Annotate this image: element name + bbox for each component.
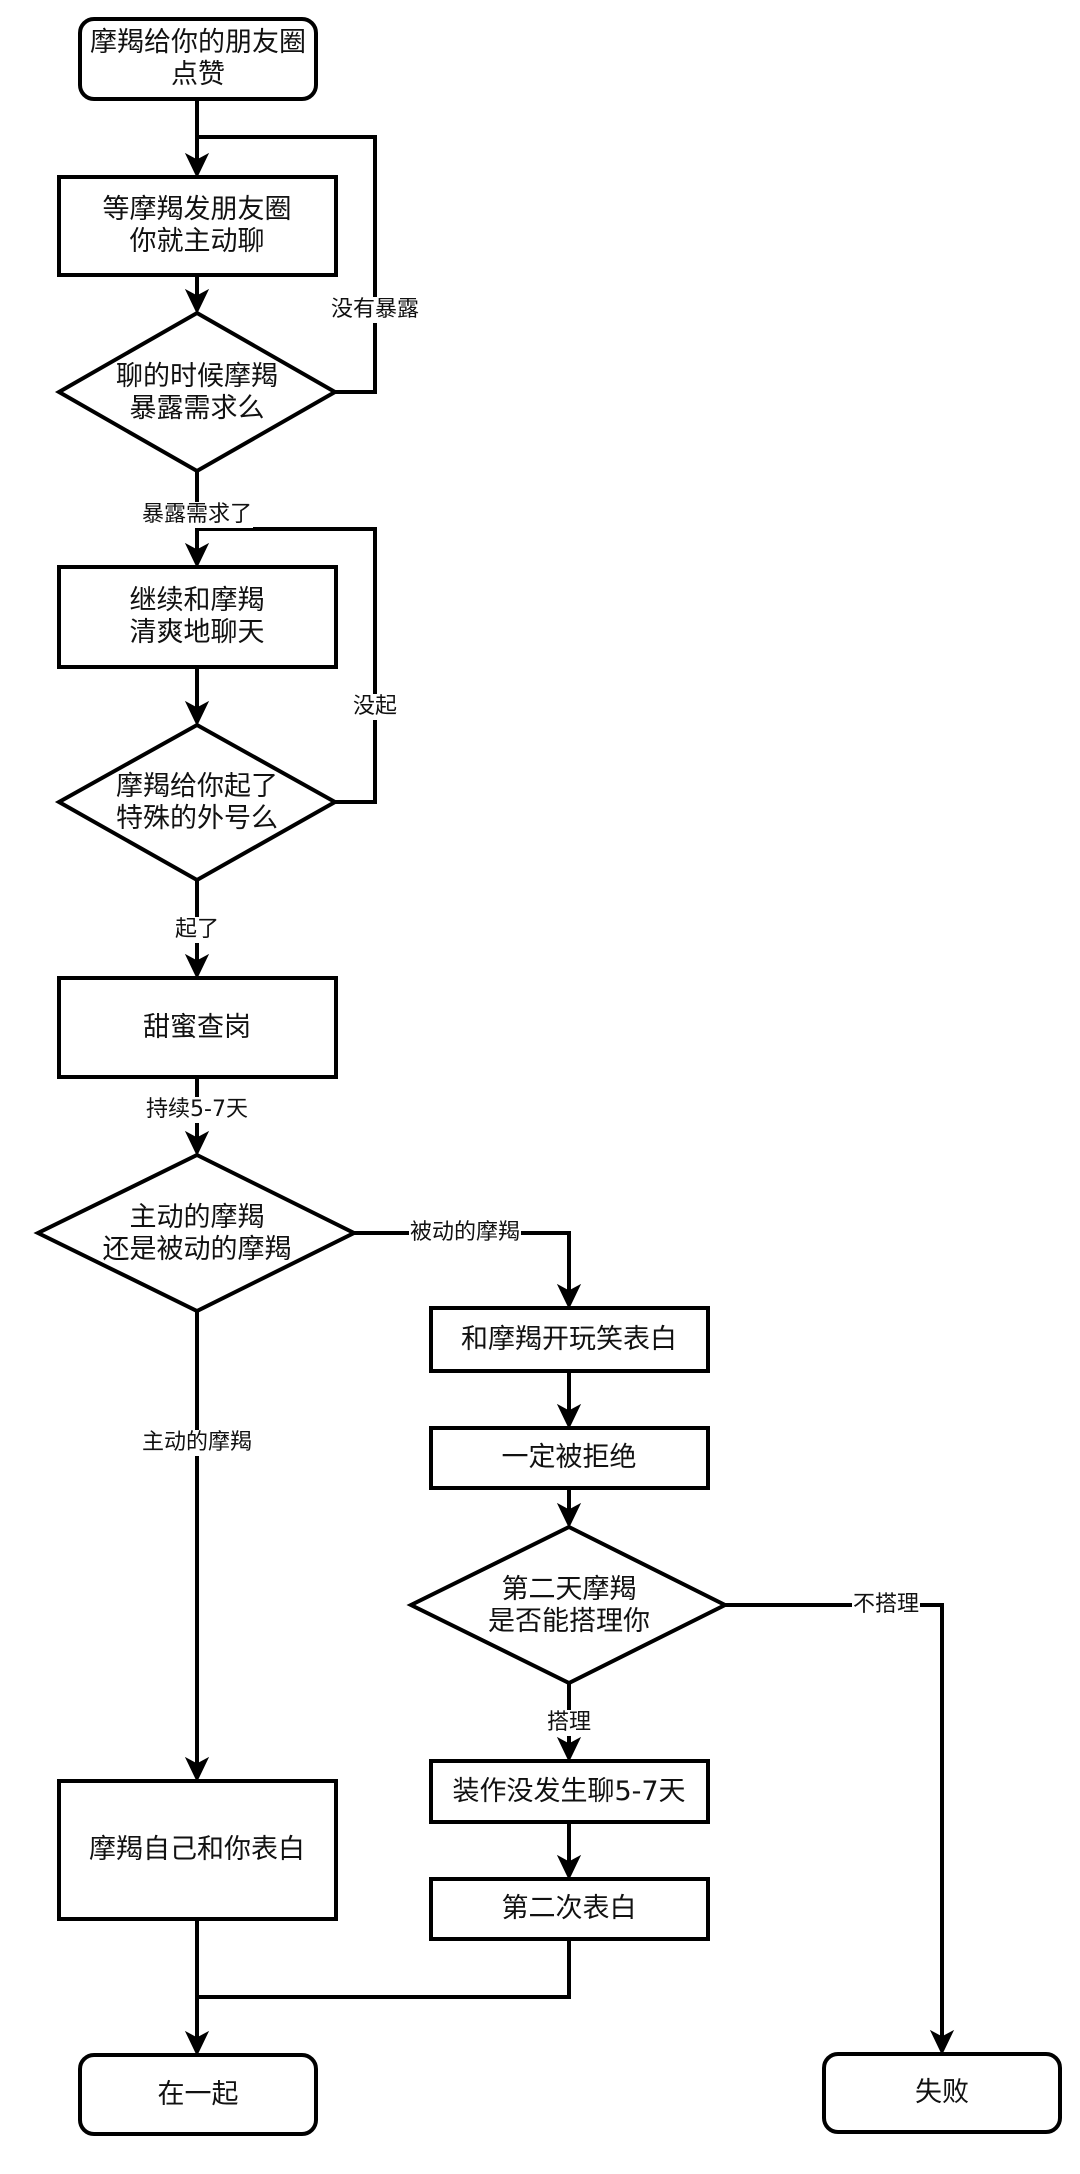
node-text-line: 等摩羯发朋友圈: [102, 194, 292, 225]
node-text-line: 失败: [915, 2077, 969, 2108]
node-together-terminal: [78, 2053, 318, 2136]
node-text-line: 暴露需求么: [129, 393, 265, 424]
arrowhead-icon: [184, 542, 210, 569]
node-next-day-text: 第二天摩羯 是否能搭理你: [488, 1574, 650, 1638]
node-needs-decision: [54, 310, 340, 474]
node-nickname-decision: [54, 722, 340, 883]
node-text-line: 第二天摩羯: [501, 1574, 637, 1605]
node-text-line: 在一起: [157, 2079, 239, 2110]
node-text-line: 继续和摩羯: [129, 585, 265, 616]
node-text-line: 特殊的外号么: [116, 803, 278, 834]
node-pretend-process: [429, 1759, 710, 1824]
node-text-line: 主动的摩羯: [129, 1202, 265, 1233]
arrowhead-icon: [556, 1502, 582, 1529]
node-needs-text: 聊的时候摩羯 暴露需求么: [116, 361, 278, 425]
node-wait-post-text: 等摩羯发朋友圈 你就主动聊: [103, 194, 292, 258]
node-nickname-text: 摩羯给你起了 特殊的外号么: [116, 771, 278, 835]
node-text-line: 还是被动的摩羯: [102, 1234, 292, 1265]
node-text-line: 摩羯自己和你表白: [89, 1834, 305, 1865]
node-text-line: 清爽地聊天: [129, 617, 265, 648]
node-text-line: 一定被拒绝: [501, 1442, 637, 1473]
node-text-line: 是否能搭理你: [488, 1606, 650, 1637]
node-pretend-text: 装作没发生聊5-7天: [452, 1776, 685, 1808]
arrowhead-icon: [556, 1403, 582, 1430]
node-start-terminal: [78, 17, 318, 101]
edge-label-duration: 持续5-7天: [145, 1097, 249, 1123]
edge-label-no-exposure: 没有暴露: [329, 297, 421, 323]
arrowhead-icon: [184, 152, 210, 179]
node-text-line: 甜蜜查岗: [143, 1012, 251, 1043]
node-active-passive-text: 主动的摩羯 还是被动的摩羯: [103, 1202, 292, 1266]
arrowhead-icon: [184, 2030, 210, 2057]
arrowhead-icon: [184, 288, 210, 315]
edge-label-responded: 搭理: [545, 1710, 593, 1736]
node-text-line: 和摩羯开玩笑表白: [461, 1324, 677, 1355]
node-self-confess-text: 摩羯自己和你表白: [89, 1834, 305, 1866]
node-active-passive-decision: [33, 1152, 359, 1314]
node-text-line: 点赞: [171, 59, 225, 90]
node-keep-chatting-text: 继续和摩羯 清爽地聊天: [130, 585, 265, 649]
node-text-line: 摩羯给你起了: [116, 771, 278, 802]
node-text-line: 第二次表白: [501, 1893, 637, 1924]
arrowhead-icon: [556, 1283, 582, 1310]
edge-label-no-nickname: 没起: [351, 694, 399, 720]
node-rejected-process: [429, 1426, 710, 1490]
edge-loop-no-exposure: [197, 135, 377, 394]
node-next-day-decision: [406, 1524, 730, 1686]
node-second-confess-process: [429, 1877, 710, 1941]
node-fail-terminal: [822, 2052, 1062, 2134]
arrowhead-icon: [556, 1854, 582, 1881]
edge-label-exposed: 暴露需求了: [140, 502, 254, 528]
arrowhead-icon: [184, 700, 210, 727]
node-joke-confess-text: 和摩羯开玩笑表白: [461, 1324, 677, 1356]
edge-second-confess-to-together: [197, 1939, 571, 1999]
node-sweet-check-text: 甜蜜查岗: [143, 1012, 251, 1044]
arrowhead-icon: [184, 953, 210, 980]
node-fail-text: 失败: [915, 2077, 969, 2109]
node-rejected-text: 一定被拒绝: [502, 1442, 637, 1474]
node-text-line: 你就主动聊: [129, 226, 265, 257]
node-joke-confess-process: [429, 1306, 710, 1373]
arrowhead-icon: [556, 1736, 582, 1763]
node-start-text: 摩羯给你的朋友圈 点赞: [90, 27, 306, 91]
arrowhead-icon: [184, 1130, 210, 1157]
edge-label-ignored: 不搭理: [851, 1592, 921, 1618]
arrowhead-icon: [929, 2029, 955, 2056]
edge-ignored-to-fail: [725, 1603, 944, 2043]
node-text-line: 聊的时候摩羯: [116, 361, 278, 392]
edge-label-active: 主动的摩羯: [140, 1430, 254, 1456]
node-second-confess-text: 第二次表白: [502, 1893, 637, 1925]
node-text-line: 摩羯给你的朋友圈: [90, 27, 306, 58]
node-wait-post-process: [57, 175, 338, 277]
node-sweet-check-process: [57, 976, 338, 1079]
edge-label-nickname-given: 起了: [173, 917, 221, 943]
edge-loop-no-nickname: [197, 527, 377, 804]
arrowhead-icon: [184, 1756, 210, 1783]
node-text-line: 装作没发生聊5-7天: [452, 1776, 686, 1807]
node-together-text: 在一起: [158, 2079, 239, 2111]
edge-label-passive: 被动的摩羯: [408, 1220, 522, 1246]
node-self-confess-process: [57, 1779, 338, 1921]
node-keep-chatting-process: [57, 565, 338, 669]
